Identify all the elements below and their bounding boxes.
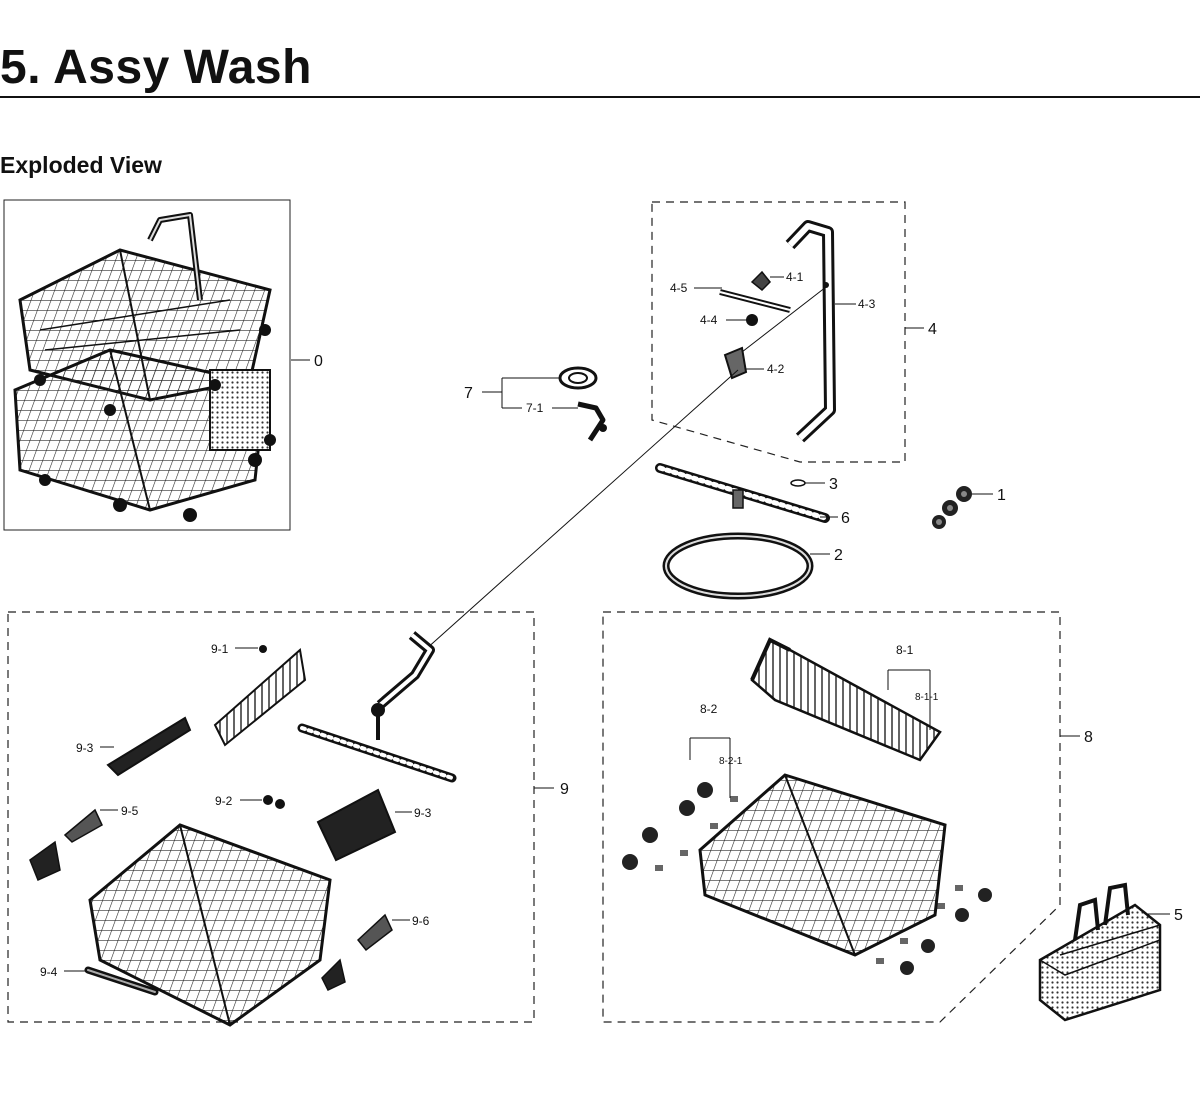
callout-9-4: 9-4: [40, 965, 58, 979]
callout-9-6: 9-6: [412, 914, 430, 928]
part-2-figure: [662, 532, 814, 600]
connection-line: [424, 369, 739, 651]
callout-1: 1: [997, 487, 1006, 504]
callout-8-1: 8-1: [896, 643, 914, 657]
part-5-figure: [1038, 882, 1162, 1022]
callout-9-3-left: 9-3: [76, 741, 94, 755]
title-underline: [0, 96, 1200, 98]
callout-4-2: 4-2: [767, 362, 785, 376]
callout-0: 0: [314, 353, 323, 370]
callout-7: 7: [464, 385, 473, 402]
callout-9: 9: [560, 781, 569, 798]
part-4-figure: [651, 201, 906, 487]
callout-9-5: 9-5: [121, 804, 139, 818]
callout-8: 8: [1084, 729, 1093, 746]
callout-8-1-1: 8-1-1: [915, 692, 939, 703]
callout-4-5: 4-5: [670, 281, 688, 295]
callout-3: 3: [829, 476, 838, 493]
callout-4: 4: [928, 321, 937, 338]
callout-9-1: 9-1: [211, 642, 229, 656]
part-6-figure: [655, 463, 830, 523]
callout-7-1: 7-1: [526, 401, 544, 415]
section-subtitle: Exploded View: [0, 152, 162, 178]
callout-8-2-1: 8-2-1: [719, 756, 743, 767]
rack-assembly-figure: [3, 199, 291, 531]
callout-6: 6: [841, 510, 850, 527]
part-7-figure: [558, 366, 607, 442]
callout-4-3: 4-3: [858, 297, 876, 311]
leader-lines: [64, 276, 1170, 972]
callout-9-3-right: 9-3: [414, 806, 432, 820]
callout-8-2: 8-2: [700, 702, 718, 716]
callout-4-1: 4-1: [786, 270, 804, 284]
page-title: 5. Assy Wash: [0, 41, 312, 94]
callout-9-2: 9-2: [215, 794, 233, 808]
part-9-figure: [7, 611, 535, 1027]
callout-4-4: 4-4: [700, 313, 718, 327]
part-8-figure: [602, 611, 1061, 1023]
callout-5: 5: [1174, 907, 1183, 924]
part-1-figure: [932, 486, 972, 529]
callout-2: 2: [834, 547, 843, 564]
